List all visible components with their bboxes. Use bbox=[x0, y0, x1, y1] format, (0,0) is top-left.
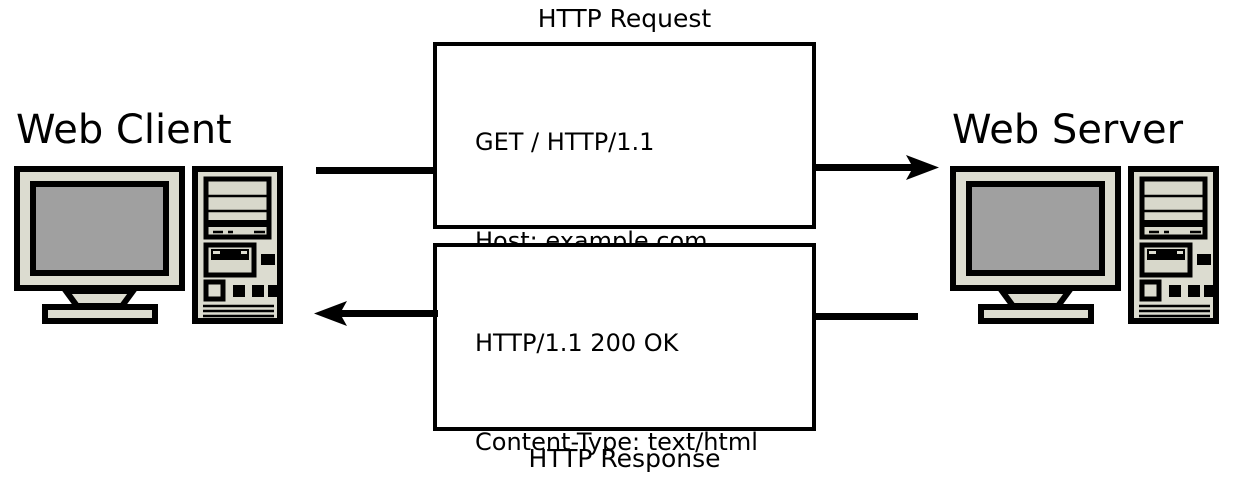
http-request-box: GET / HTTP/1.1 Host: example.com bbox=[433, 42, 816, 255]
client-label: Web Client bbox=[16, 107, 232, 153]
response-line: HTTP/1.1 200 OK bbox=[475, 329, 679, 357]
http-response-box: HTTP/1.1 200 OK Content-Type: text/html … bbox=[433, 243, 816, 456]
request-arrow-icon bbox=[812, 155, 939, 180]
client-computer-icon bbox=[14, 166, 284, 330]
response-arrow-icon bbox=[314, 301, 438, 326]
server-computer-icon bbox=[950, 166, 1220, 330]
request-line: GET / HTTP/1.1 bbox=[475, 128, 655, 156]
response-line: Content-Type: text/html bbox=[475, 428, 758, 456]
response-message-lines: HTTP/1.1 200 OK Content-Type: text/html … bbox=[475, 261, 758, 482]
response-wire-segment bbox=[812, 313, 918, 320]
response-caption: HTTP Response bbox=[528, 444, 721, 473]
request-caption: HTTP Request bbox=[537, 4, 712, 33]
server-label: Web Server bbox=[952, 107, 1184, 153]
request-wire-segment bbox=[316, 167, 437, 174]
